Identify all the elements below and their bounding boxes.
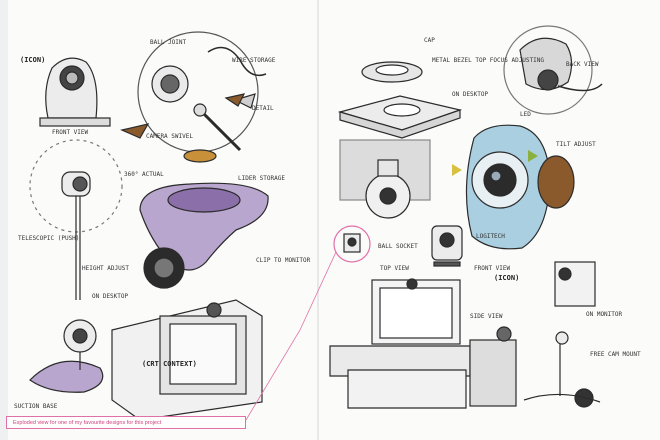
label-back-view: BACK VIEW <box>566 61 599 68</box>
page-margin <box>0 0 8 440</box>
label-lower-storage: LIDER STORAGE <box>238 175 285 182</box>
label-on-desktop-left: ON DESKTOP <box>92 293 129 300</box>
telescopic-stand <box>29 139 123 300</box>
label-ball-joint: BALL JOINT <box>150 39 187 46</box>
ball-socket-sphere <box>339 139 431 219</box>
label-clip-monitor: CLIP TO MONITOR <box>256 257 311 264</box>
square-bezel <box>337 95 463 139</box>
cap-ring <box>361 61 423 83</box>
label-telescopic: TELESCOPIC (PUSH) <box>18 235 79 242</box>
label-camera-swivel: CAMERA SWIVEL <box>146 133 193 140</box>
label-cap: CAP <box>424 37 435 44</box>
label-brand: LOGITECH <box>476 233 505 240</box>
label-rotate: 360° ACTUAL <box>124 171 164 178</box>
label-ball-socket: BALL SOCKET <box>378 243 418 250</box>
caption-leader-line <box>245 251 337 421</box>
back-view <box>503 25 603 115</box>
small-cam-detail <box>333 225 371 263</box>
label-front-view-left: FRONT VIEW <box>52 129 89 136</box>
label-wire-storage: WIRE STORAGE <box>232 57 276 64</box>
label-free-cam-mount: FREE CAM MOUNT <box>590 351 641 358</box>
purple-camera-body <box>120 93 269 289</box>
label-side-view: SIDE VIEW <box>470 313 503 320</box>
right-page <box>329 25 603 409</box>
label-detail: DETAIL <box>252 105 274 112</box>
left-page <box>29 31 269 421</box>
icon-webcam-right <box>431 225 463 267</box>
label-height-adjust: HEIGHT ADJUST <box>82 265 129 272</box>
label-front-view-right: FRONT VIEW <box>474 265 511 272</box>
icon-webcam-left <box>39 57 111 127</box>
suction-webcam <box>29 319 104 393</box>
blue-camera-main <box>452 124 575 250</box>
label-icon-right: (ICON) <box>494 274 519 282</box>
crt-monitor <box>111 299 263 421</box>
caption-box: Exploded view for one of my favourite de… <box>6 416 246 429</box>
label-icon-left: (ICON) <box>20 56 45 64</box>
label-tilt-adjust: TILT ADJUST <box>556 141 596 148</box>
label-top-view: TOP VIEW <box>380 265 409 272</box>
label-crt-context: (CRT CONTEXT) <box>142 360 197 368</box>
label-suction-base: SUCTION BASE <box>14 403 58 410</box>
label-metal-bezel: METAL BEZEL TOP FOCUS ADJUSTING <box>432 57 544 64</box>
label-on-monitor: ON MONITOR <box>586 311 623 318</box>
coin-part <box>183 149 217 163</box>
label-on-desktop-right: ON DESKTOP <box>452 91 489 98</box>
desktop-scene <box>329 261 601 409</box>
label-led: LED <box>520 111 531 118</box>
